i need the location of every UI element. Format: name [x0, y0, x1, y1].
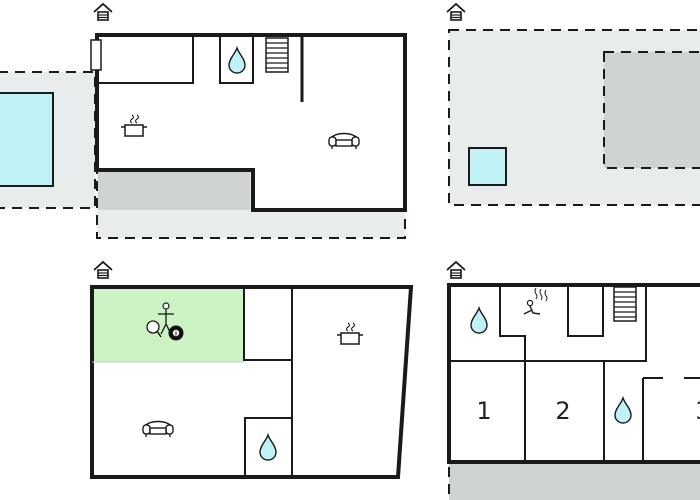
plan-bottom-left: 8: [90, 261, 414, 479]
game-room: [92, 287, 244, 362]
bathroom-walls: [499, 287, 526, 360]
plan-top-left: [0, 3, 407, 239]
sauna-icon: [523, 287, 548, 315]
house-walls: [95, 33, 407, 212]
bedroom-label-3: 3: [695, 397, 700, 425]
entrance-icon: [446, 261, 466, 279]
bathroom-walls: [244, 417, 292, 477]
svg-text:8: 8: [174, 332, 177, 338]
table-tennis-icon: [146, 302, 174, 338]
entrance-icon: [93, 3, 113, 21]
stairs-icon: [265, 37, 289, 73]
bathroom-icon: [259, 434, 277, 461]
bedroom-label-2: 2: [555, 397, 570, 425]
house-walls: [90, 285, 414, 479]
terrace-paved: [98, 172, 250, 210]
sofa-icon: [328, 132, 360, 150]
upper-terrace: [603, 51, 700, 169]
terrace-lower: [448, 461, 700, 500]
entrance-icon: [93, 261, 113, 279]
swimming-pool: [0, 92, 54, 187]
skylight: [468, 147, 507, 186]
house-walls: [447, 283, 700, 464]
stairs-icon: [613, 286, 637, 322]
billiard-icon: 8: [168, 325, 184, 341]
kitchen-counter: [97, 37, 194, 84]
door-icon: [90, 39, 102, 71]
closet-walls: [567, 287, 604, 337]
plan-bottom-right: 1 2 3: [446, 261, 700, 500]
kitchen-icon: [336, 322, 364, 345]
bedroom-label-1: 1: [476, 397, 491, 425]
sofa-icon: [142, 420, 174, 438]
entrance-icon: [446, 3, 466, 21]
bathroom-walls: [219, 37, 254, 84]
storage-walls: [243, 287, 292, 361]
plan-top-right: [446, 3, 700, 206]
